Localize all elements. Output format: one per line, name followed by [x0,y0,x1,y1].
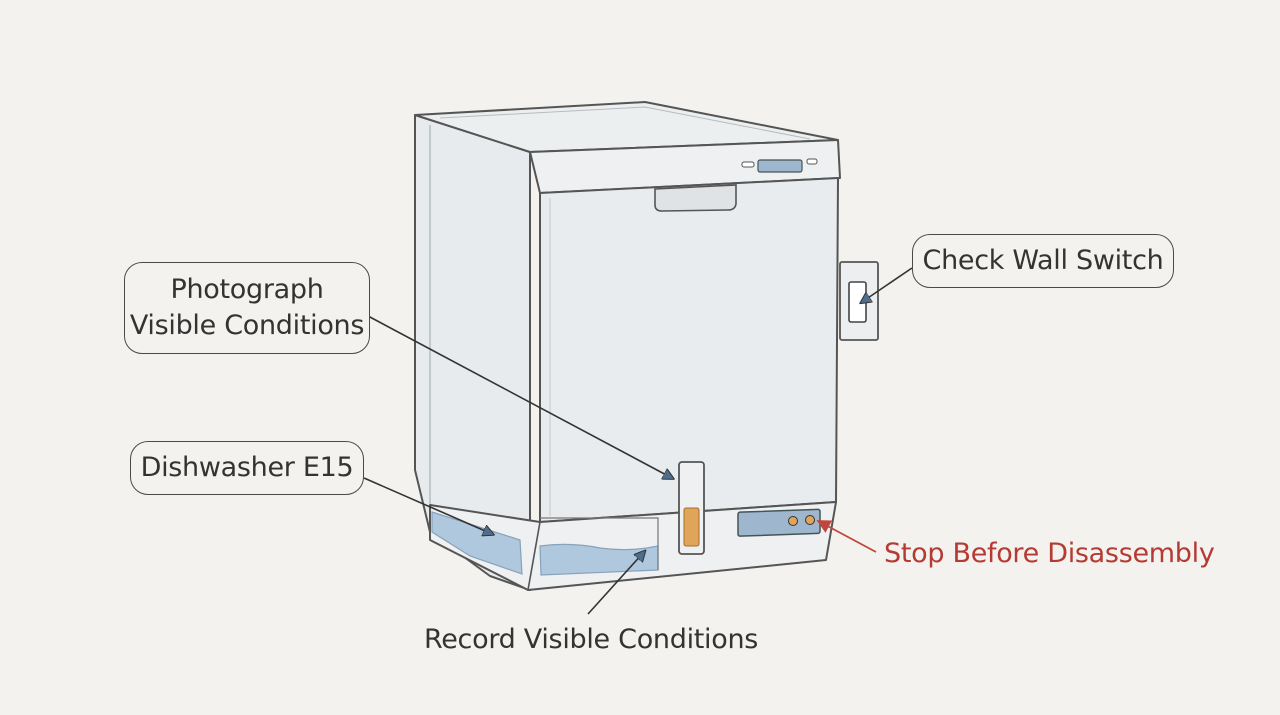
stop-before-disassembly-warning: Stop Before Disassembly [884,538,1215,569]
control-button-left [741,161,755,168]
error-code-callout: Dishwasher E15 [130,441,364,495]
photograph-conditions-callout: Photograph Visible Conditions [124,262,370,354]
wall-switch-toggle [848,281,867,323]
service-light-1 [788,516,798,526]
leader-wall-switch [862,267,913,302]
leader-photograph [367,315,672,478]
wall-switch-text: Check Wall Switch [922,245,1164,276]
photograph-callout-line2: Visible Conditions [129,310,365,341]
leader-stop [816,520,877,553]
water-pool-front [539,543,659,576]
leader-record [587,552,644,615]
record-conditions-caption: Record Visible Conditions [424,624,759,655]
water-pool-side [431,511,523,575]
indicator-level [683,507,700,547]
service-light-2 [805,515,815,525]
leader-error-code [363,477,492,534]
control-button-right [806,158,818,165]
wall-switch-callout: Check Wall Switch [912,234,1174,288]
photograph-callout-line1: Photograph [170,274,324,305]
door-handle [654,184,737,212]
control-display [757,159,803,173]
control-strip [529,139,841,194]
error-code-text: Dishwasher E15 [140,452,354,483]
